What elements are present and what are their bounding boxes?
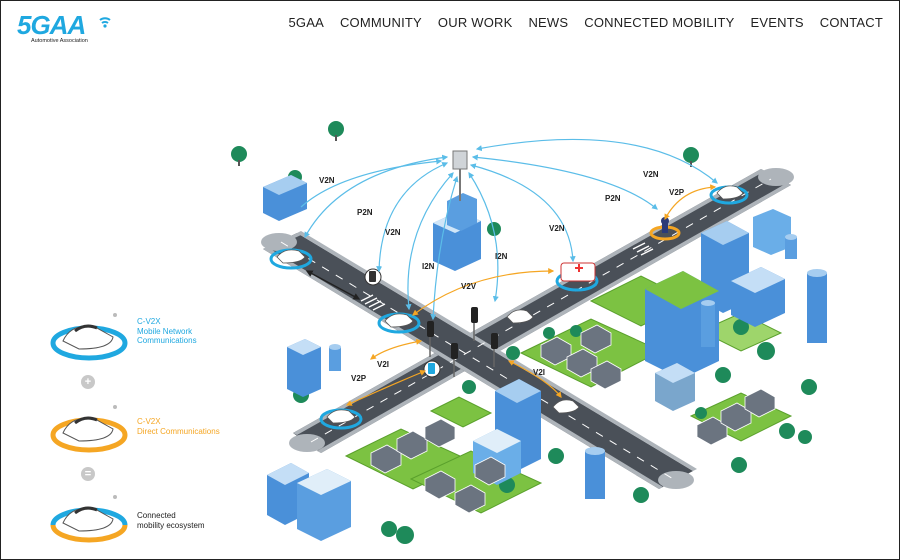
- legend-text-mobile-network: C-V2X Mobile Network Communications: [137, 317, 197, 345]
- label-v2n: V2N: [319, 176, 335, 185]
- vehicles: [269, 185, 749, 430]
- label-p2n: P2N: [605, 194, 621, 203]
- legend-item-ecosystem: Connected mobility ecosystem: [49, 491, 249, 551]
- label-i2n: I2N: [422, 262, 435, 271]
- nav-connected-mobility[interactable]: CONNECTED MOBILITY: [584, 15, 735, 30]
- label-v2n: V2N: [643, 170, 659, 179]
- houses: [370, 324, 776, 514]
- car-dual-ring-icon: [50, 495, 128, 543]
- signal-icon: [99, 17, 111, 28]
- equals-icon: =: [81, 467, 95, 481]
- legend: C-V2X Mobile Network Communications + C-…: [49, 301, 239, 551]
- nav-events[interactable]: EVENTS: [750, 15, 804, 30]
- link-labels: V2N P2N V2N I2N I2N V2N V2V V2N V2P P2N …: [319, 170, 685, 383]
- label-v2n: V2N: [385, 228, 401, 237]
- traffic-direction-arrow: [305, 270, 361, 300]
- legend-item-mobile-network: C-V2X Mobile Network Communications: [49, 309, 249, 369]
- nav-contact[interactable]: CONTACT: [819, 15, 883, 30]
- plus-icon: +: [81, 375, 95, 389]
- legend-text-ecosystem: Connected mobility ecosystem: [137, 511, 205, 530]
- legend-text-direct: C-V2X Direct Communications: [137, 417, 220, 436]
- nav-news[interactable]: NEWS: [528, 15, 569, 30]
- car-orange-ring-icon: [50, 405, 128, 453]
- network-links: [300, 138, 718, 321]
- label-v2i: V2I: [377, 360, 389, 369]
- label-v2v: V2V: [461, 282, 477, 291]
- label-p2n: P2N: [357, 208, 373, 217]
- site-header: 5GAA Automotive Association 5GAA COMMUNI…: [1, 1, 899, 49]
- logo-text: 5GAA: [17, 10, 86, 40]
- label-v2p: V2P: [351, 374, 367, 383]
- label-i2n: I2N: [495, 252, 508, 261]
- main-nav: 5GAA COMMUNITY OUR WORK NEWS CONNECTED M…: [280, 15, 891, 30]
- label-v2p: V2P: [669, 188, 685, 197]
- legend-item-direct: C-V2X Direct Communications: [49, 401, 249, 461]
- nav-community[interactable]: COMMUNITY: [339, 15, 422, 30]
- label-v2i: V2I: [533, 368, 545, 377]
- buildings: [263, 175, 827, 541]
- nav-our-work[interactable]: OUR WORK: [437, 15, 513, 30]
- logo[interactable]: 5GAA Automotive Association: [17, 11, 117, 47]
- car-blue-ring-icon: [50, 313, 128, 361]
- cell-tower: [452, 150, 468, 201]
- label-v2n: V2N: [549, 224, 565, 233]
- nav-5gaa[interactable]: 5GAA: [288, 15, 324, 30]
- direct-links: [345, 184, 717, 406]
- logo-subtitle: Automotive Association: [31, 38, 88, 44]
